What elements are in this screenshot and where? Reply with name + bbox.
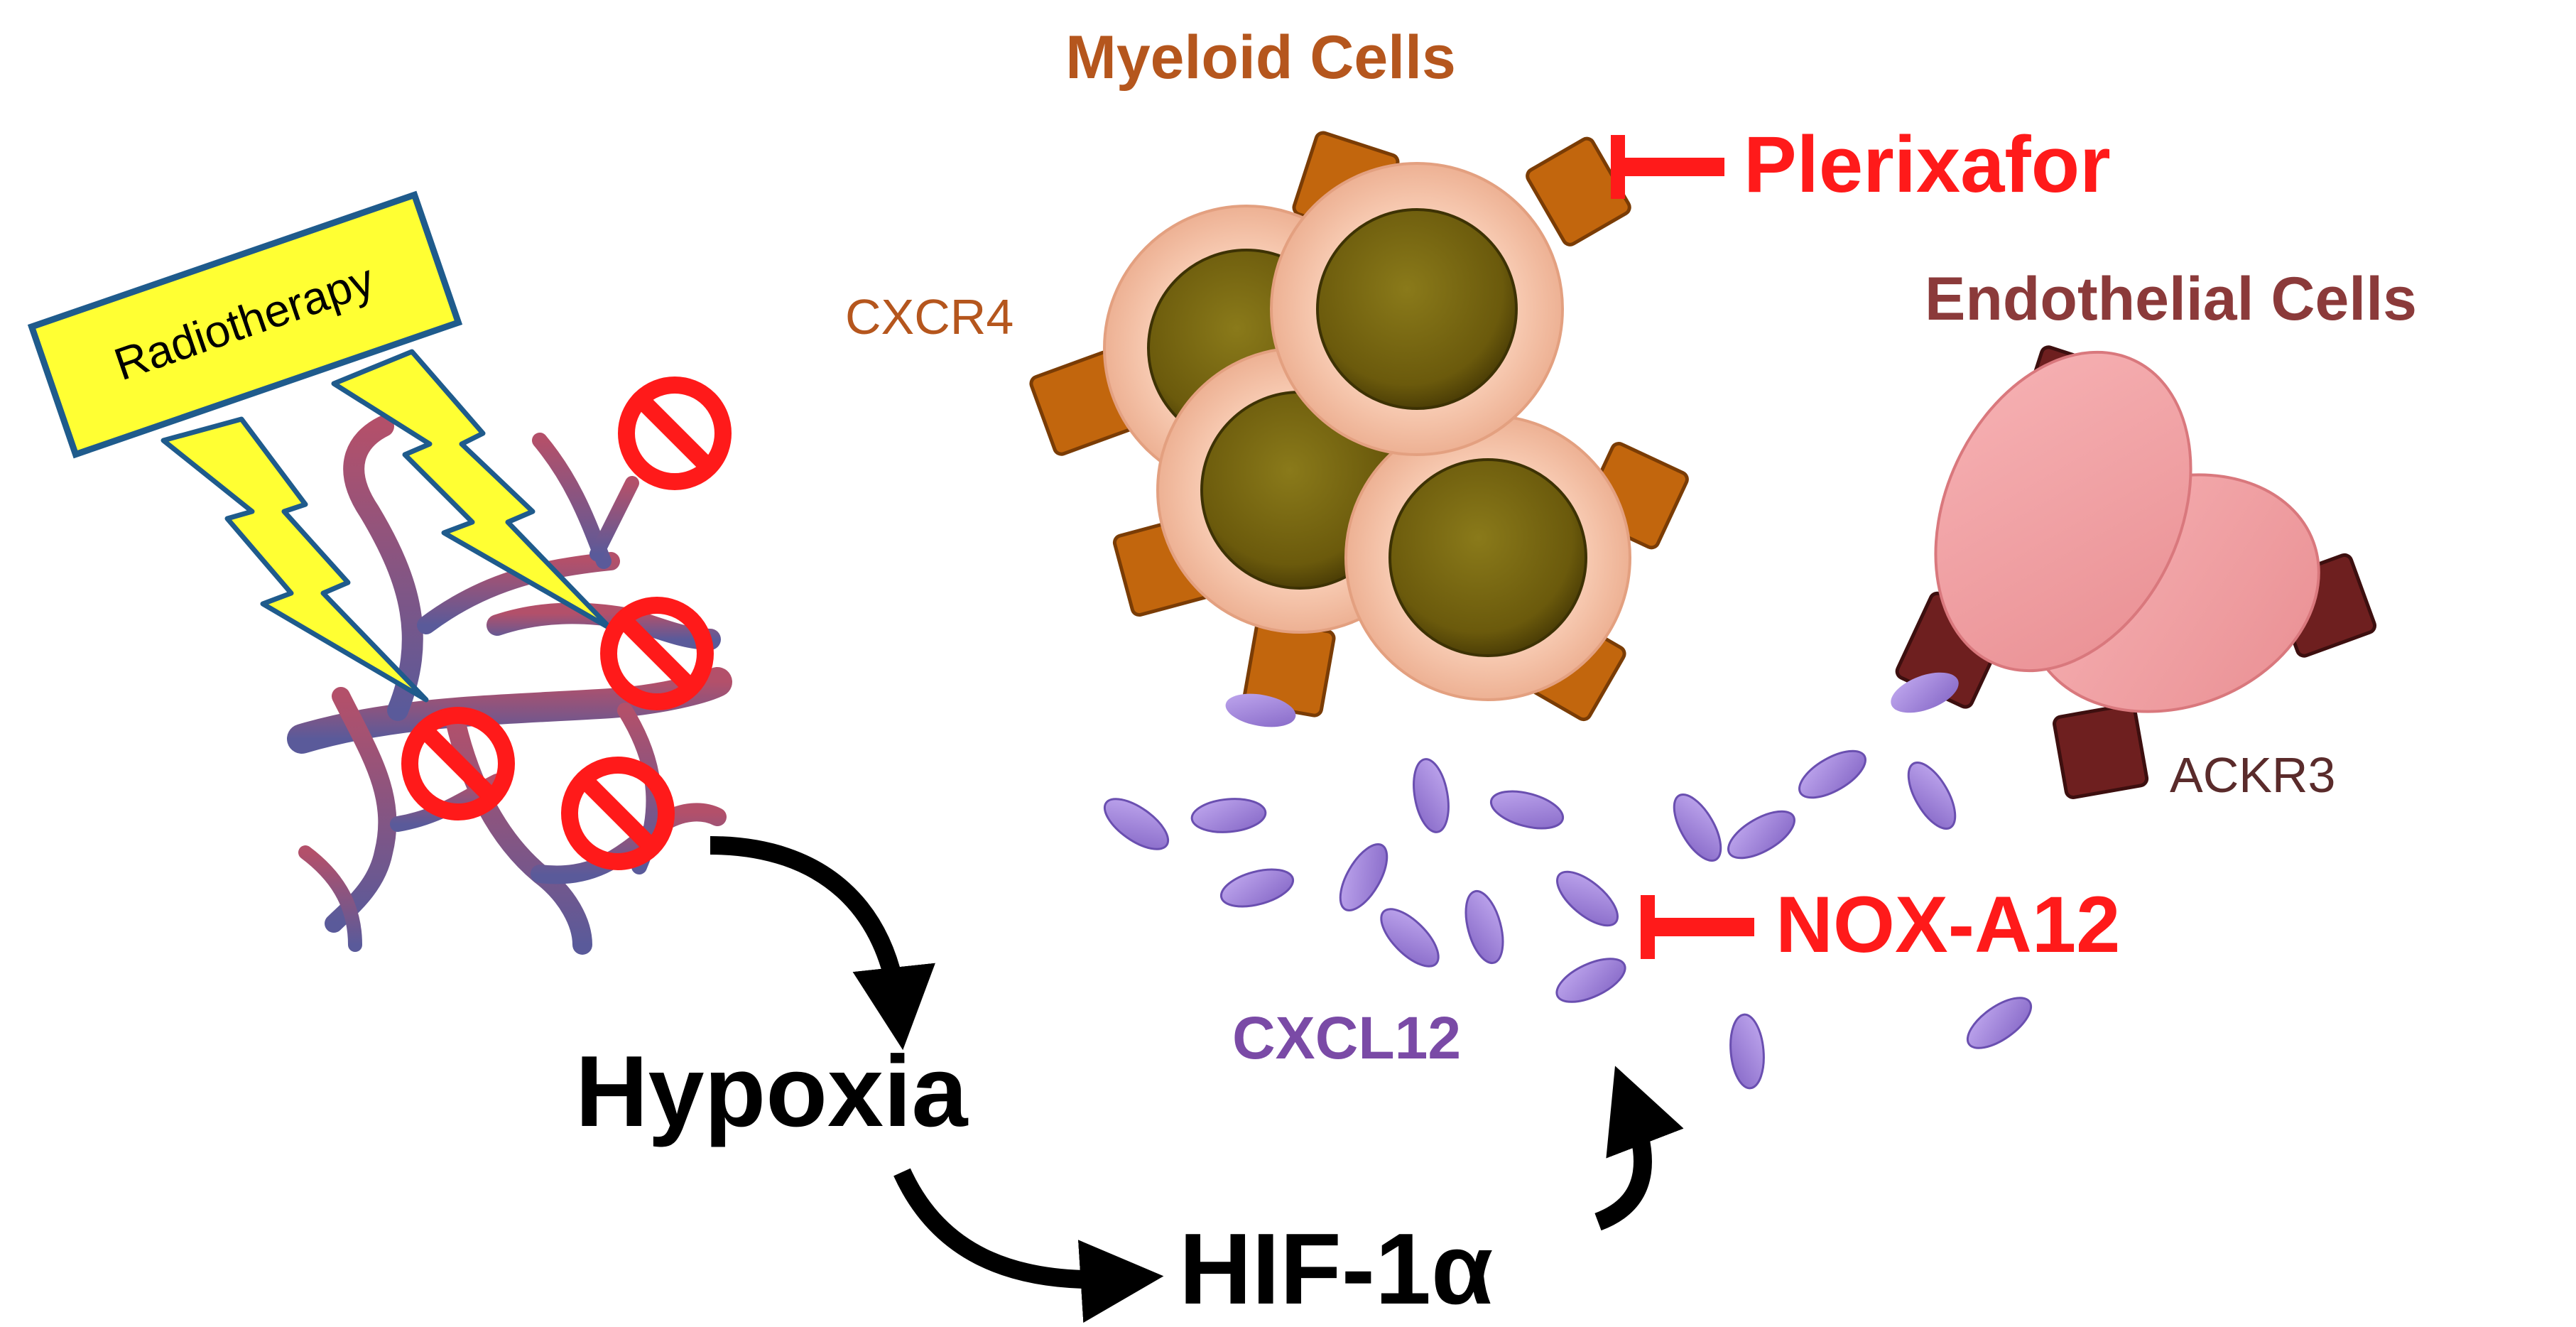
cxcr4-label: CXCR4: [845, 289, 1013, 345]
cxcr4-receptor: [1526, 136, 1631, 247]
cxcl12-molecule: [1907, 762, 1957, 830]
no-symbol-icon: [401, 707, 515, 820]
cxcl12-molecule: [1339, 843, 1388, 911]
cxcl12-molecule: [1489, 790, 1565, 830]
no-symbol-icon: [561, 757, 675, 870]
myeloid-cells-label: Myeloid Cells: [1065, 23, 1456, 92]
arrow-hif1a-to-cxcl12: [1594, 1066, 1684, 1231]
cxcl12-molecule: [1891, 672, 1959, 713]
hif1a-label: HIF-1α: [1179, 1213, 1493, 1326]
nox-a12-label: NOX-A12: [1776, 880, 2120, 969]
cxcl12-molecule: [1190, 798, 1267, 833]
radiotherapy-lightning-bolt-2: [331, 349, 614, 632]
cxcl12-molecule: [1555, 958, 1626, 1003]
cxcl12-molecule: [1413, 758, 1450, 833]
nox-a12-inhibitor-bar: [1641, 895, 1754, 959]
cxcl12-molecule: [1380, 908, 1440, 968]
endothelial-cell: [1934, 350, 2192, 673]
ackr3-label: ACKR3: [2170, 747, 2335, 803]
endothelial-cells-label: Endothelial Cells: [1925, 265, 2417, 333]
endothelial-cell-cluster: [1891, 345, 2377, 799]
no-symbol-icon: [618, 377, 732, 490]
plerixafor-label: Plerixafor: [1744, 120, 2111, 209]
hypoxia-label: Hypoxia: [575, 1035, 968, 1148]
cxcl12-molecule: [1225, 693, 1296, 727]
cxcl12-molecule: [1727, 810, 1795, 860]
ackr3-receptor: [2053, 703, 2149, 799]
cxcl12-molecule: [1464, 889, 1504, 965]
cxcl12-molecule: [1729, 1013, 1765, 1090]
cxcl12-molecule: [1966, 997, 2033, 1049]
myeloid-cell-cluster: [1029, 131, 1689, 727]
arrow-vessels-to-hypoxia: [710, 836, 935, 1051]
no-symbol-icon: [600, 597, 714, 710]
cxcl12-molecule: [1798, 749, 1866, 799]
cxcl12-molecule-field: [1103, 749, 2033, 1090]
cxcl12-molecule: [1673, 794, 1722, 862]
cxcl12-molecule: [1556, 870, 1619, 927]
plerixafor-inhibitor-bar: [1611, 135, 1724, 199]
radiotherapy-lightning-bolt-1: [161, 416, 429, 703]
cxcl12-molecule: [1103, 798, 1170, 850]
arrow-hypoxia-to-hif1a: [893, 1168, 1164, 1323]
cxcl12-molecule: [1219, 868, 1295, 908]
cxcl12-label: CXCL12: [1232, 1004, 1461, 1071]
